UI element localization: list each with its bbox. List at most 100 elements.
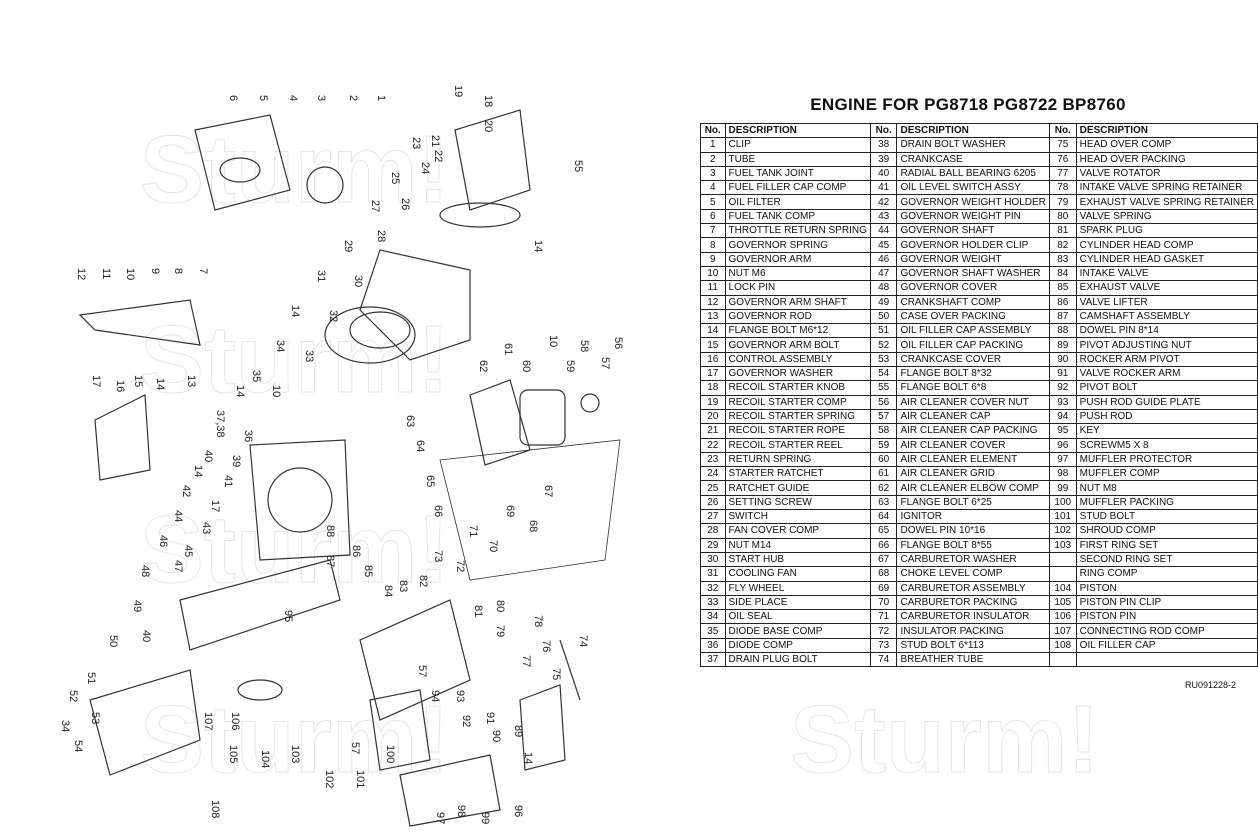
part-number: 18 xyxy=(700,380,726,396)
part-number: 38 xyxy=(869,137,898,153)
part-description: OIL SEAL xyxy=(724,609,871,625)
part-number: 33 xyxy=(700,594,726,611)
part-number: 36 xyxy=(700,637,726,653)
part-callout: 31 xyxy=(315,270,327,282)
part-callout: 32 xyxy=(327,310,339,322)
part-callout: 60 xyxy=(520,360,532,372)
part-number: 73 xyxy=(869,637,898,653)
part-callout: 3 xyxy=(315,95,327,101)
part-number: 84 xyxy=(1048,265,1077,282)
part-callout: 37,38 xyxy=(214,410,226,438)
header-description: DESCRIPTION xyxy=(724,122,871,139)
part-number: 78 xyxy=(1048,180,1077,196)
part-description: TUBE xyxy=(724,151,871,167)
part-callout: 10 xyxy=(547,335,559,347)
part-description: FLANGE BOLT M6*12 xyxy=(724,323,871,339)
part-number: 96 xyxy=(1048,437,1077,453)
part-callout: 8 xyxy=(172,268,184,274)
part-description: GOVERNOR WEIGHT xyxy=(896,251,1050,267)
part-description: CARBURETOR INSULATOR xyxy=(896,609,1050,625)
document-code: RU091228-2 xyxy=(1184,680,1236,690)
part-number: 71 xyxy=(869,609,898,625)
part-callout: 94 xyxy=(429,690,441,702)
part-callout: 42 xyxy=(180,485,192,497)
part-description: STUD BOLT 6*113 xyxy=(896,637,1050,653)
part-number: 70 xyxy=(869,594,898,611)
part-callout: 103 xyxy=(289,745,301,763)
part-number: 107 xyxy=(1048,623,1077,639)
part-callout: 21 xyxy=(429,135,441,147)
part-callout: 69 xyxy=(504,505,516,517)
part-callout: 39 xyxy=(230,455,242,467)
part-number: 17 xyxy=(700,366,726,382)
part-description: PISTON PIN CLIP xyxy=(1075,594,1258,611)
part-callout: 65 xyxy=(424,475,436,487)
part-callout: 59 xyxy=(564,360,576,372)
part-number: 27 xyxy=(700,509,726,525)
part-number: 86 xyxy=(1048,294,1077,310)
part-callout: 64 xyxy=(414,440,426,452)
part-description: COOLING FAN xyxy=(724,566,871,582)
part-description: AIR CLEANER GRID xyxy=(896,466,1050,482)
part-number: 85 xyxy=(1048,280,1077,296)
part-description: BREATHER TUBE xyxy=(896,651,1050,668)
part-number: 103 xyxy=(1048,537,1077,553)
part-number: 48 xyxy=(869,280,898,296)
part-number: 19 xyxy=(700,394,726,410)
part-description: DIODE COMP xyxy=(724,637,871,653)
part-callout: 25 xyxy=(389,172,401,184)
part-callout: 22 xyxy=(432,150,444,162)
part-callout: 72 xyxy=(454,560,466,572)
part-description: CLIP xyxy=(724,137,871,153)
part-number: 66 xyxy=(869,537,898,553)
part-number xyxy=(1048,566,1077,582)
part-description: FAN COVER COMP xyxy=(724,523,871,539)
part-description: GOVERNOR ARM xyxy=(724,251,871,267)
part-description: RECOIL STARTER SPRING xyxy=(724,408,871,425)
part-callout: 101 xyxy=(354,770,366,788)
part-callout: 50 xyxy=(107,635,119,647)
part-callout: 82 xyxy=(417,575,429,587)
part-number: 63 xyxy=(869,494,898,511)
part-description: SCREWM5 X 8 xyxy=(1075,437,1258,453)
part-number: 105 xyxy=(1048,594,1077,611)
part-number: 7 xyxy=(700,223,726,239)
part-callout: 17 xyxy=(90,375,102,387)
part-callout: 91 xyxy=(484,712,496,724)
part-callout: 14 xyxy=(289,305,301,317)
part-callout: 33 xyxy=(303,350,315,362)
part-description: DRAIN PLUG BOLT xyxy=(724,651,871,668)
part-description: DIODE BASE COMP xyxy=(724,623,871,639)
part-description: CASE OVER PACKING xyxy=(896,308,1050,325)
part-number: 94 xyxy=(1048,408,1077,425)
part-description: RING COMP xyxy=(1075,566,1258,582)
part-callout: 88 xyxy=(324,525,336,537)
part-number: 46 xyxy=(869,251,898,267)
part-number: 100 xyxy=(1048,494,1077,511)
part-description: VALVE ROTATOR xyxy=(1075,165,1258,182)
part-number: 12 xyxy=(700,294,726,310)
part-number: 6 xyxy=(700,208,726,225)
part-number: 39 xyxy=(869,151,898,167)
part-callout: 63 xyxy=(404,415,416,427)
part-description: FLY WHEEL xyxy=(724,580,871,596)
part-description: GOVERNOR ROD xyxy=(724,308,871,325)
part-number: 25 xyxy=(700,480,726,496)
part-callout: 43 xyxy=(200,522,212,534)
part-callout: 92 xyxy=(460,715,472,727)
part-description: HEAD OVER COMP xyxy=(1075,137,1258,153)
part-number: 44 xyxy=(869,223,898,239)
part-description: IGNITOR xyxy=(896,509,1050,525)
part-number: 45 xyxy=(869,237,898,253)
part-number: 80 xyxy=(1048,208,1077,225)
part-number: 41 xyxy=(869,180,898,196)
part-description: RECOIL STARTER KNOB xyxy=(724,380,871,396)
